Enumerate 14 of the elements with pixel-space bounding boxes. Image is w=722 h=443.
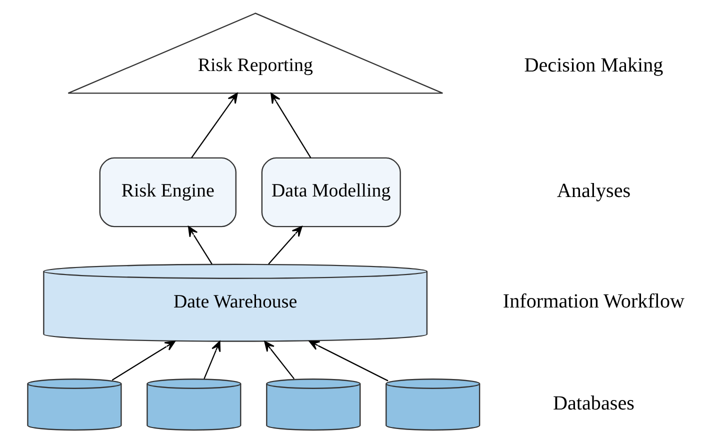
arrow <box>112 340 176 381</box>
arrow <box>270 92 312 158</box>
label: Information Workflow <box>502 290 685 313</box>
label: Decision Making <box>524 54 664 76</box>
arrow <box>191 92 238 158</box>
arrow <box>268 226 302 264</box>
label: Analyses <box>556 180 631 202</box>
arrow <box>204 340 221 380</box>
label: Databases <box>552 392 634 414</box>
node-box: Risk Engine <box>99 157 236 228</box>
arrow <box>188 226 212 264</box>
arrow <box>308 340 388 382</box>
node-box: Data Modelling <box>261 157 401 228</box>
arrow <box>264 340 295 380</box>
